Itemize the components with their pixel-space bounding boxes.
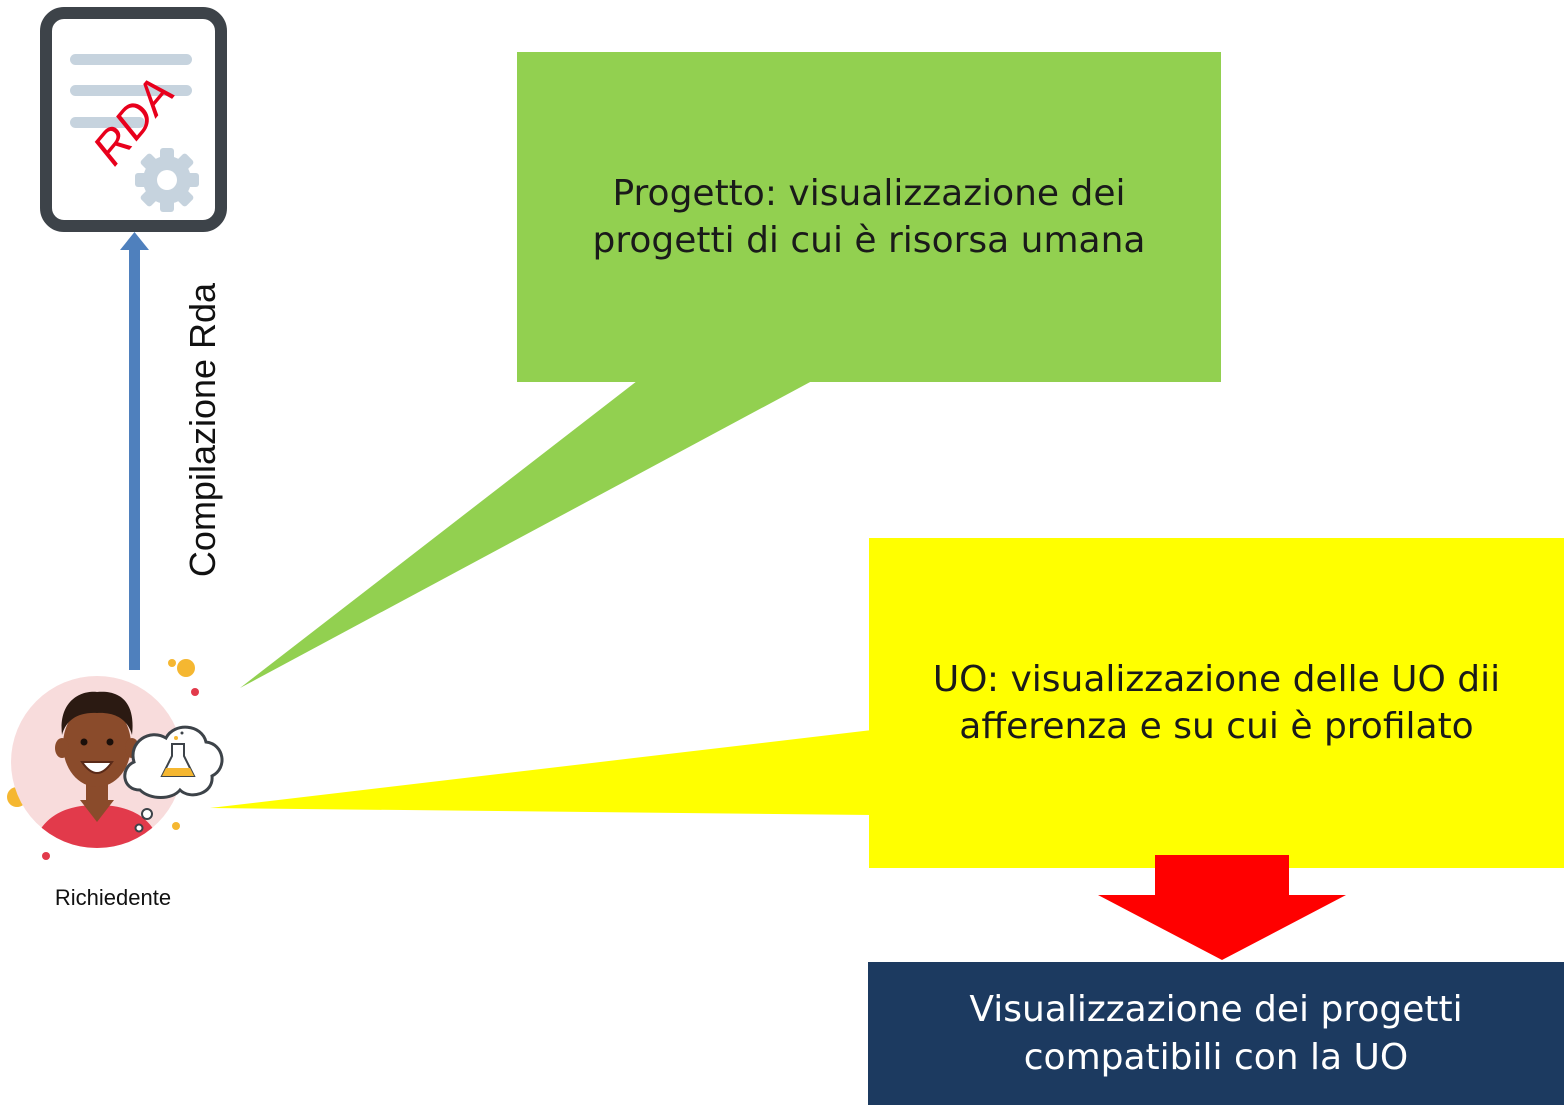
arrow-shaft [129,246,140,670]
document-line-1 [70,54,192,65]
down-arrow-icon [1098,855,1346,960]
callout-uo-shape [210,538,1564,868]
callout-progetto-shape [240,52,1221,688]
document-line-2 [70,85,192,96]
result-box-shape [868,962,1564,1105]
result-box: Visualizzazione dei progetti compatibili… [868,962,1564,1105]
actor-label: Richiedente [54,885,172,910]
callout-progetto: Progetto: visualizzazione dei progetti d… [517,52,1221,382]
callout-progetto-text: Progetto: visualizzazione dei progetti d… [592,173,1146,261]
callout-uo: UO: visualizzazione delle UO dii afferen… [869,538,1564,868]
flow-arrow-up [120,232,149,670]
person-thought-bubble-flask-icon [7,659,224,860]
document-line-3 [70,117,145,128]
callout-uo-text: UO: visualizzazione delle UO dii afferen… [932,659,1501,747]
arrow-head-icon [120,232,149,250]
flow-arrow-label: Compilazione Rda [148,250,258,610]
document-gear-icon: RDA [40,7,227,232]
gear-icon [135,148,199,212]
flow-arrow-label-text: Compilazione Rda [182,282,223,578]
result-box-text: Visualizzazione dei progetti compatibili… [969,988,1463,1078]
